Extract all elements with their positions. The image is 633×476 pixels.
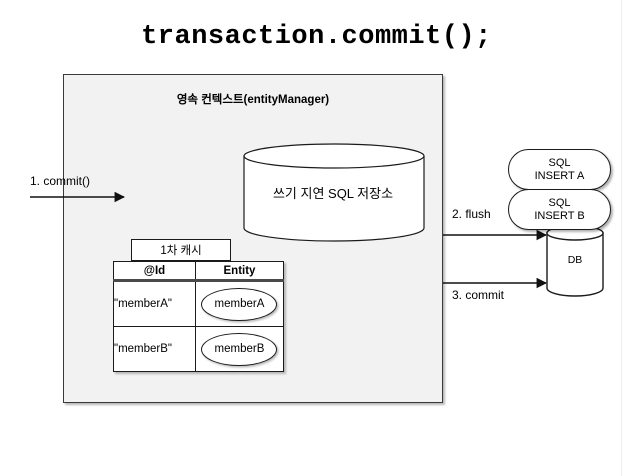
sql-insert-b-line1: SQL: [548, 197, 571, 210]
cache-entity-cell: memberA: [194, 280, 285, 327]
cache-tab-label: 1차 캐시: [131, 239, 231, 261]
cache-id-cell: "memberB": [113, 326, 196, 372]
page-title: transaction.commit();: [141, 22, 492, 52]
table-row: "memberA" memberA: [113, 280, 285, 327]
sql-insert-b-line2: INSERT B: [534, 209, 585, 222]
database-cylinder: [545, 225, 609, 307]
table-header-row: @Id Entity: [113, 261, 285, 282]
cache-id-cell: "memberA": [113, 280, 196, 327]
column-header-entity: Entity: [194, 261, 285, 282]
table-row: "memberB" memberB: [113, 326, 285, 372]
persistence-context-title: 영속 컨텍스트(entityManager): [176, 94, 330, 106]
sql-store-label: 쓰기 지연 SQL 저장소: [272, 186, 394, 201]
sql-store-cylinder: [243, 143, 425, 242]
sql-insert-a-box: SQL INSERT A: [508, 149, 611, 190]
arrow-label-commit3: 3. commit: [452, 288, 505, 302]
sql-insert-a-line2: INSERT A: [534, 169, 585, 182]
cache-entity-cell: memberB: [194, 326, 285, 372]
database-label: DB: [567, 254, 583, 266]
slide-edge-line: [621, 0, 622, 476]
arrow-label-commit: 1. commit(): [30, 174, 90, 188]
entity-ellipse: memberB: [201, 332, 278, 366]
column-header-id: @Id: [113, 261, 196, 282]
arrow-label-flush: 2. flush: [452, 207, 491, 221]
first-level-cache-table: @Id Entity "memberA" memberA "memberB" m…: [113, 261, 285, 372]
sql-insert-b-box: SQL INSERT B: [508, 189, 611, 230]
entity-ellipse: memberA: [201, 287, 278, 321]
sql-insert-a-line1: SQL: [548, 157, 571, 170]
